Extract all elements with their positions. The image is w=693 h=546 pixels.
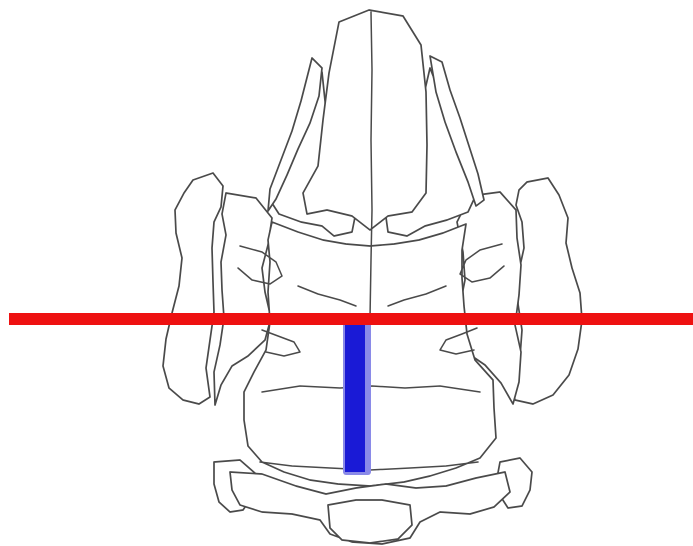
skull-outline (163, 10, 582, 544)
vertical-measurement-bar (345, 318, 365, 472)
right-zygomatic-arch (511, 178, 582, 404)
annotation-overlay (9, 313, 693, 475)
occipital-tab (328, 500, 412, 543)
horizontal-reference-line (9, 313, 693, 325)
